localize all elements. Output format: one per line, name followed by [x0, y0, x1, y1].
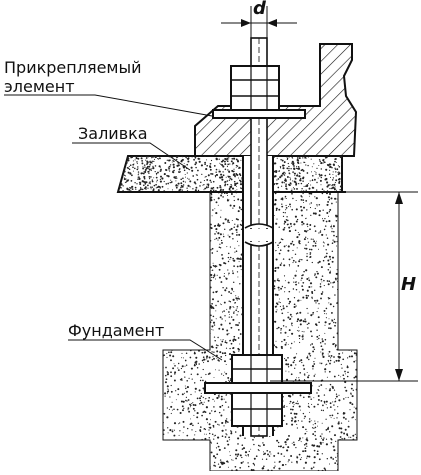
- dimension-h-label: H: [401, 274, 417, 295]
- dimension-h: [270, 191, 418, 382]
- label-grout: Заливка: [78, 124, 148, 143]
- leader-lines: [4, 94, 223, 361]
- grout-layer: [116, 155, 343, 193]
- anchor-plate: [204, 354, 312, 427]
- attached-element: [194, 43, 358, 157]
- top-nut: [212, 65, 306, 119]
- label-foundation: Фундамент: [68, 321, 165, 340]
- label-attached-element-line1: Прикрепляемый: [4, 58, 142, 77]
- anchor-bolt: [244, 37, 274, 437]
- dimension-d-label: d: [253, 0, 266, 19]
- dimension-d: [221, 6, 297, 40]
- label-attached-element-line2: элемент: [4, 77, 75, 96]
